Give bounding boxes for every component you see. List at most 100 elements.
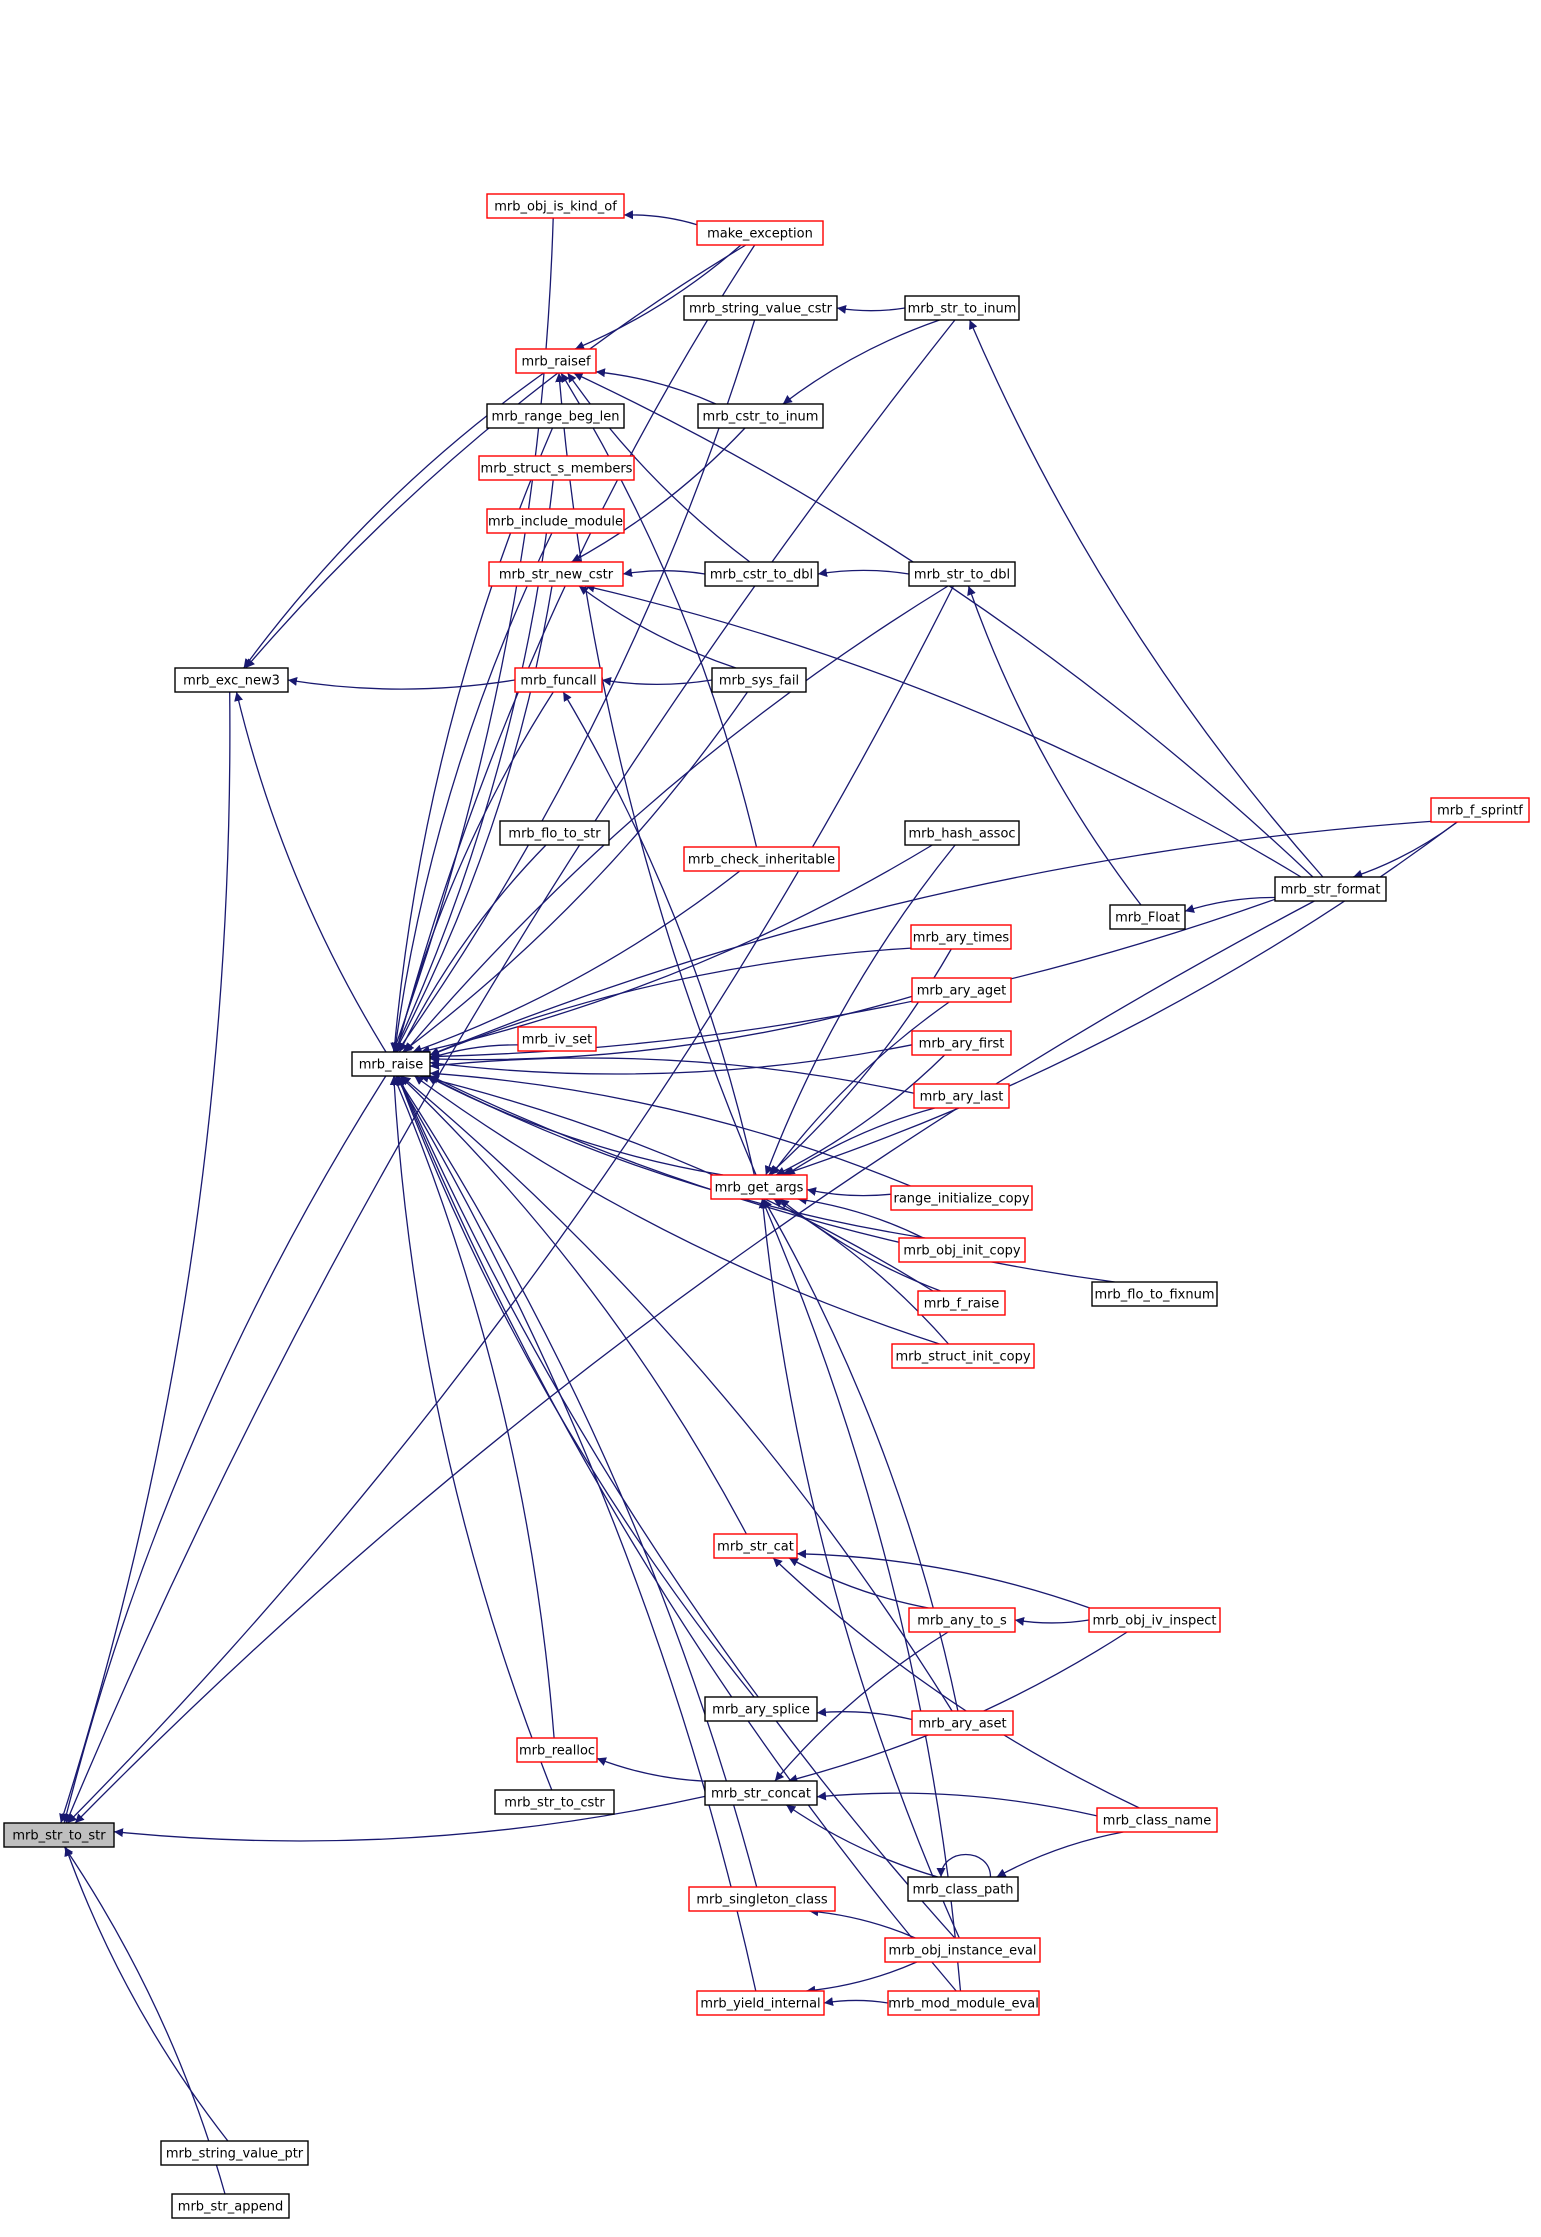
edge-line [817, 568, 910, 578]
node-box [174, 667, 289, 693]
node-mrb-raisef[interactable]: mrb_raisef [515, 348, 597, 374]
call-edge [788, 1557, 929, 1609]
node-mrb-ary-times[interactable]: mrb_ary_times [910, 924, 1012, 950]
node-label: mrb_ary_aset [918, 1717, 1006, 1732]
node-mrb-ary-splice[interactable]: mrb_ary_splice [704, 1696, 818, 1722]
node-mrb-sys-fail[interactable]: mrb_sys_fail [711, 667, 807, 693]
node-mrb-f-sprintf[interactable]: mrb_f_sprintf [1430, 797, 1530, 823]
call-edge [785, 1804, 938, 1878]
node-mrb-raise[interactable]: mrb_raise [351, 1051, 431, 1077]
node-mrb-str-format[interactable]: mrb_str_format [1274, 876, 1387, 902]
node-mrb-obj-init-copy[interactable]: mrb_obj_init_copy [898, 1237, 1026, 1263]
node-mrb-str-concat[interactable]: mrb_str_concat [704, 1780, 818, 1806]
node-box [697, 403, 824, 429]
edge-line [404, 585, 949, 1053]
call-edge [601, 676, 713, 686]
node-mrb-mod-module-eval[interactable]: mrb_mod_module_eval [887, 1990, 1040, 2016]
node-mrb-funcall[interactable]: mrb_funcall [514, 667, 603, 693]
call-edge [996, 1831, 1124, 1878]
edge-line [562, 691, 755, 1176]
node-mrb-obj-iv-inspect[interactable]: mrb_obj_iv_inspect [1088, 1607, 1221, 1633]
node-mrb-str-append[interactable]: mrb_str_append [171, 2193, 290, 2219]
node-mrb-str-cat[interactable]: mrb_str_cat [713, 1533, 798, 1559]
call-edge [1014, 1616, 1090, 1626]
edge-line [967, 585, 1142, 906]
node-mrb-obj-is-kind-of[interactable]: mrb_obj_is_kind_of [486, 193, 625, 219]
edge-line [788, 1631, 1128, 1784]
node-mrb-struct-init-copy[interactable]: mrb_struct_init_copy [891, 1343, 1035, 1369]
node-mrb-class-path[interactable]: mrb_class_path [907, 1876, 1019, 1902]
node-mrb-class-name[interactable]: mrb_class_name [1096, 1807, 1218, 1833]
node-mrb-string-value-cstr[interactable]: mrb_string_value_cstr [683, 295, 838, 321]
node-mrb-check-inheritable[interactable]: mrb_check_inheritable [683, 846, 840, 872]
node-mrb-str-to-inum[interactable]: mrb_str_to_inum [904, 295, 1020, 321]
node-mrb-hash-assoc[interactable]: mrb_hash_assoc [904, 820, 1020, 846]
call-edge [585, 583, 1302, 878]
call-edge [429, 1069, 911, 1187]
node-box [351, 1051, 431, 1077]
node-mrb-str-to-str[interactable]: mrb_str_to_str [3, 1822, 115, 1848]
node-mrb-str-to-dbl[interactable]: mrb_str_to_dbl [908, 561, 1016, 587]
call-edge [391, 532, 553, 1053]
node-label: mrb_ary_last [920, 1090, 1004, 1105]
node-mrb-flo-to-str[interactable]: mrb_flo_to_str [499, 820, 610, 846]
node-mrb-ary-last[interactable]: mrb_ary_last [913, 1083, 1010, 1109]
edge-line [391, 532, 553, 1053]
node-range-initialize-copy[interactable]: range_initialize_copy [890, 1185, 1033, 1211]
node-box [486, 403, 625, 429]
edge-line [816, 1707, 913, 1721]
node-mrb-Float[interactable]: mrb_Float [1109, 904, 1186, 930]
node-mrb-obj-instance-eval[interactable]: mrb_obj_instance_eval [884, 1937, 1041, 1963]
call-edge [573, 372, 1314, 878]
call-edge [567, 372, 751, 563]
node-mrb-cstr-to-dbl[interactable]: mrb_cstr_to_dbl [704, 561, 819, 587]
node-mrb-range-beg-len[interactable]: mrb_range_beg_len [486, 403, 625, 429]
call-edge [816, 1707, 913, 1721]
node-mrb-ary-aget[interactable]: mrb_ary_aget [911, 977, 1012, 1003]
node-mrb-ary-aset[interactable]: mrb_ary_aset [911, 1710, 1014, 1736]
call-edge [936, 1854, 992, 1878]
node-label: mrb_str_to_dbl [914, 568, 1010, 583]
node-mrb-singleton-class[interactable]: mrb_singleton_class [688, 1886, 836, 1912]
call-edge [429, 947, 912, 1057]
edge-line [412, 870, 741, 1054]
node-mrb-flo-to-fixnum[interactable]: mrb_flo_to_fixnum [1091, 1281, 1218, 1307]
call-edge [772, 1557, 1140, 1809]
node-mrb-string-value-ptr[interactable]: mrb_string_value_ptr [160, 2140, 309, 2166]
call-edge [394, 691, 554, 1053]
edge-line [395, 1075, 758, 1888]
call-edge [419, 1073, 934, 1292]
node-mrb-iv-set[interactable]: mrb_iv_set [517, 1026, 597, 1052]
node-mrb-include-module[interactable]: mrb_include_module [486, 508, 625, 534]
node-mrb-str-new-cstr[interactable]: mrb_str_new_cstr [488, 561, 624, 587]
node-label: mrb_sys_fail [719, 674, 799, 689]
node-box [3, 1822, 115, 1848]
call-edge [555, 372, 757, 1176]
edge-line [996, 1831, 1124, 1878]
node-box [1274, 876, 1387, 902]
node-mrb-get-args[interactable]: mrb_get_args [710, 1174, 808, 1200]
node-mrb-exc-new3[interactable]: mrb_exc_new3 [174, 667, 289, 693]
call-edge [758, 1198, 960, 1939]
node-mrb-str-to-cstr[interactable]: mrb_str_to_cstr [494, 1789, 615, 1815]
node-mrb-struct-s-members[interactable]: mrb_struct_s_members [478, 455, 635, 481]
edge-line [788, 1557, 929, 1609]
node-mrb-ary-first[interactable]: mrb_ary_first [911, 1030, 1012, 1056]
edge-line [796, 1549, 1091, 1609]
edge-line [773, 1198, 949, 1345]
node-mrb-yield-internal[interactable]: mrb_yield_internal [696, 1990, 825, 2016]
edge-line [389, 1075, 553, 1791]
edge-line [429, 820, 1432, 1056]
node-mrb-f-raise[interactable]: mrb_f_raise [917, 1290, 1006, 1316]
call-edge [396, 319, 756, 1053]
node-label: mrb_obj_init_copy [903, 1244, 1020, 1259]
node-label: make_exception [707, 227, 813, 242]
call-edge [399, 1075, 747, 1535]
call-edge [429, 820, 1432, 1056]
edge-line [601, 676, 713, 686]
node-mrb-any-to-s[interactable]: mrb_any_to_s [908, 1607, 1016, 1633]
node-mrb-realloc[interactable]: mrb_realloc [516, 1737, 598, 1763]
node-make-exception[interactable]: make_exception [696, 220, 824, 246]
node-mrb-cstr-to-inum[interactable]: mrb_cstr_to_inum [697, 403, 824, 429]
call-edge [397, 1075, 957, 1992]
